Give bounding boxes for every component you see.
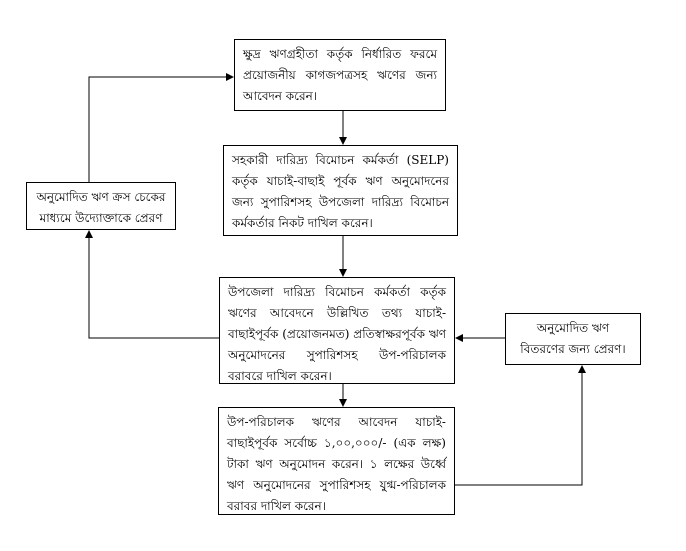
arrow-cheque-to-apply [88, 73, 234, 182]
step-cheque-box: অনুমোদিত ঋণ ক্রস চেকের মাধ্যমে উদ্যোক্তা… [26, 182, 176, 230]
step-selp-box: সহকারী দারিদ্র্য বিমোচন কর্মকর্তা (SELP)… [223, 145, 458, 236]
step-deputy-box: উপ-পরিচালক ঋণের আবেদন যাচাই-বাছাইপূর্বক … [218, 407, 455, 515]
step-apply-box: ক্ষুদ্র ঋণগ্রহীতা কর্তৃক নির্ধারিত ফরমে … [234, 39, 446, 111]
step-disburse-box: অনুমোদিত ঋণ বিতরণের জন্য প্রেরণ। [505, 313, 641, 365]
step-upazila-box: উপজেলা দারিদ্র্য বিমোচন কর্মকর্তা কর্তৃক… [219, 277, 455, 384]
arrow-upazila-to-cheque [85, 230, 219, 339]
arrow-deputy-to-disburse [455, 365, 586, 486]
